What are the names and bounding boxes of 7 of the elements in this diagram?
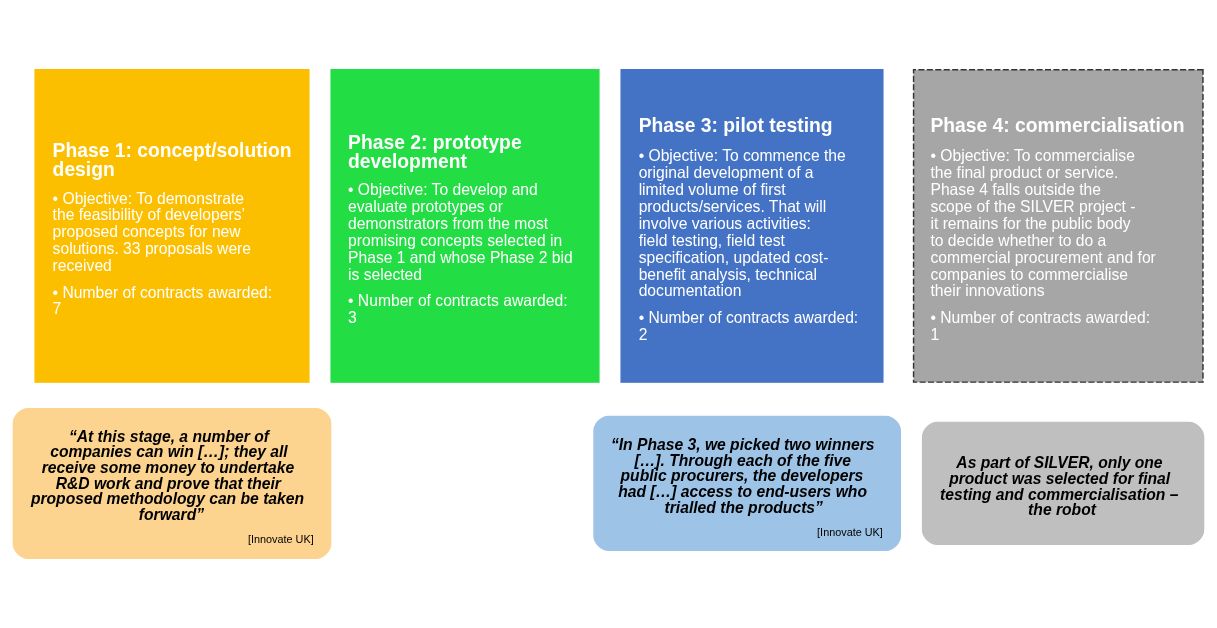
node-box: Phase 1: concept/solution design • Objective: To demonstrate the feasibility of developers’ proposed concepts for new solutions. 33 proposals were received • Number of contracts awarded: 7 xyxy=(34,69,310,383)
node-box: Phase 4: commercialisation • Objective: To commercialise the final product or service. Phase 4 falls outside the scope of the SILVER project - it remains for the public body to decide whether to do a commercial procurement and for companies to commercialise their innovations • Number of contracts awarded: 1 xyxy=(912,69,1204,383)
node-box: Phase 2: prototype development • Objective: To develop and evaluate prototypes or demonstrators from the most promising concepts selected in Phase 1 and whose Phase 2 bid is selected • Number of contracts awarded: 3 xyxy=(330,69,600,383)
node-box: “In Phase 3, we picked two winners […]. Through each of the five public procurers, the developers had […] access to end-users who trialled the products” [Innovate UK] xyxy=(593,415,902,552)
node-box: “At this stage, a number of companies can win […]; they all receive some money to undertake R&D work and prove that their proposed methodology can be taken forward” [Innovate UK] xyxy=(12,407,332,559)
node-box: Phase 3: pilot testing • Objective: To commence the original development of a limited volume of first products/services. That will involve various activities: field testing, field test specification, updated cost-benefit analysis, technical documentation • Number of contracts awarded: 2 xyxy=(620,69,884,383)
node-box: As part of SILVER, only one product was selected for final testing and commercialisation – the robot xyxy=(921,421,1205,546)
